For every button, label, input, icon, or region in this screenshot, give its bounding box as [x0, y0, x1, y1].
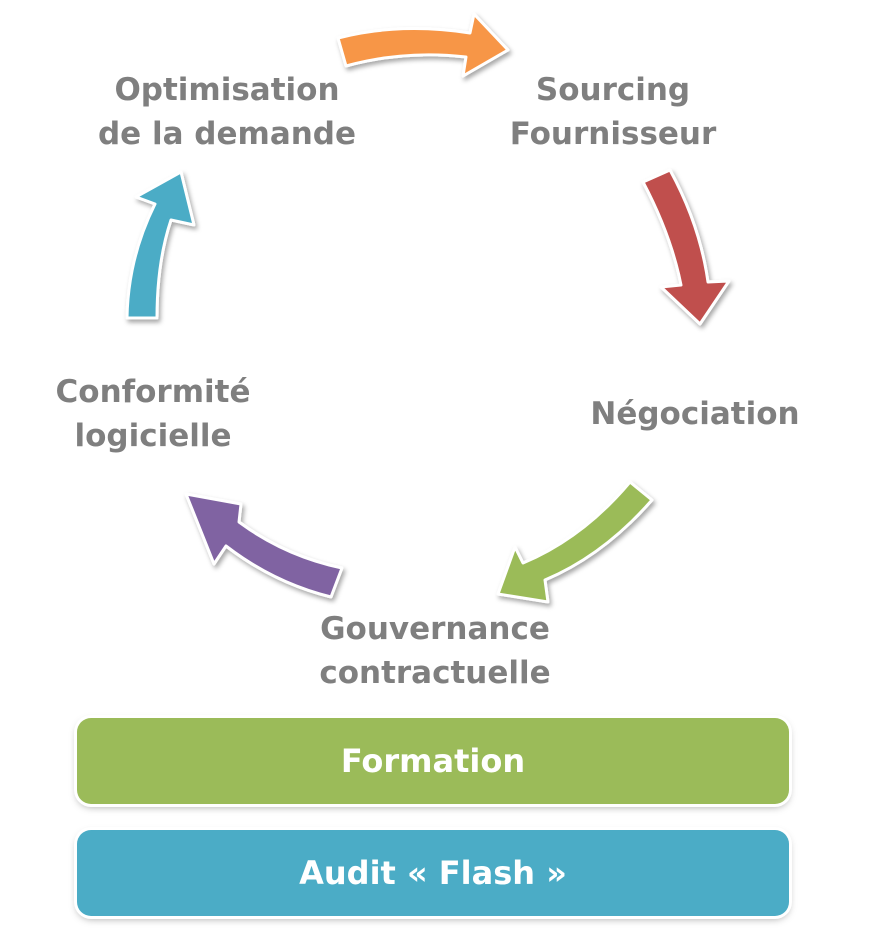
- step-optimisation: Optimisation de la demande: [96, 68, 358, 156]
- step-gouvernance-line1: Gouvernance: [320, 611, 550, 647]
- step-conformite-line1: Conformité: [55, 374, 251, 410]
- step-optimisation-line2: de la demande: [97, 116, 357, 152]
- step-sourcing-line1: Sourcing: [535, 72, 691, 108]
- arrow-green: [496, 480, 654, 604]
- arrow-orange: [336, 12, 510, 78]
- step-gouvernance: Gouvernance contractuelle: [304, 607, 566, 695]
- step-optimisation-line1: Optimisation: [114, 72, 340, 108]
- arrow-red: [641, 168, 731, 326]
- step-sourcing: Sourcing Fournisseur: [500, 68, 726, 156]
- arrow-purple: [184, 492, 344, 599]
- step-conformite: Conformité logicielle: [42, 370, 264, 458]
- arrow-teal: [125, 170, 196, 320]
- step-sourcing-line2: Fournisseur: [509, 116, 717, 152]
- step-negociation: Négociation: [578, 392, 812, 436]
- step-conformite-line2: logicielle: [74, 418, 232, 454]
- step-negociation-line1: Négociation: [590, 396, 800, 432]
- step-gouvernance-line2: contractuelle: [319, 655, 551, 691]
- audit-flash-bar: Audit « Flash »: [77, 830, 789, 916]
- formation-bar: Formation: [77, 718, 789, 804]
- cycle-diagram: [125, 12, 731, 604]
